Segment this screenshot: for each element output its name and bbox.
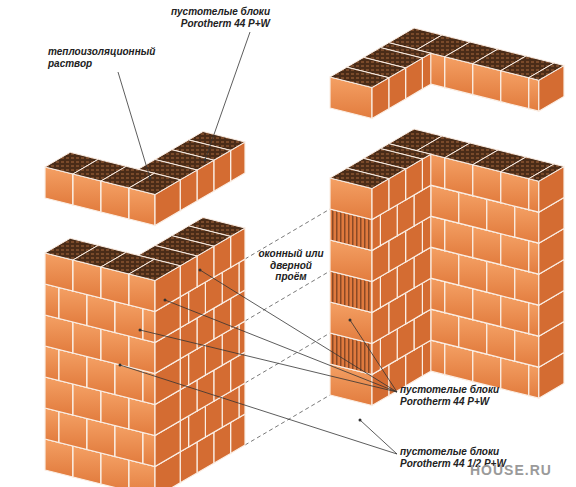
leader-line	[165, 300, 397, 392]
leader-line	[140, 330, 397, 392]
leader-dot	[359, 419, 362, 422]
block-face	[529, 241, 539, 275]
block-side	[422, 340, 430, 376]
block-side	[422, 278, 430, 314]
block-structure	[330, 129, 564, 406]
block-side	[422, 53, 430, 89]
opening-line	[245, 395, 330, 445]
block-side	[372, 215, 380, 251]
block-top	[330, 67, 389, 87]
leader-line	[350, 320, 397, 392]
block-face	[529, 78, 539, 112]
block-side	[239, 259, 245, 294]
block-top	[330, 168, 389, 188]
hollow-block	[330, 168, 389, 219]
block-side	[239, 321, 245, 356]
block-top	[529, 63, 564, 80]
block-face	[529, 365, 539, 399]
block-structure	[330, 28, 564, 119]
block-top	[529, 164, 564, 181]
block-side	[372, 277, 380, 313]
part-label: пустотелые блоки Porotherm 44 P+W	[150, 6, 270, 29]
block-side	[180, 416, 188, 452]
leader-line	[120, 365, 397, 454]
hollow-block	[129, 259, 180, 311]
block-side	[180, 292, 188, 328]
leader-line	[360, 420, 397, 454]
part-label: теплоизоляционный раствор	[48, 46, 168, 69]
block-face	[143, 433, 155, 467]
block-structure	[45, 132, 245, 226]
hollow-block	[529, 164, 564, 212]
part-label: оконный или дверной проём	[255, 248, 327, 283]
hollow-block	[129, 173, 180, 225]
hollow-block	[529, 63, 564, 111]
block-face	[143, 309, 155, 343]
leader-dot	[119, 364, 122, 367]
leader-dot	[199, 269, 202, 272]
leader-line	[205, 32, 250, 160]
block-face	[45, 408, 59, 443]
block-side	[239, 383, 245, 418]
hollow-block	[330, 67, 389, 118]
block-top	[129, 259, 180, 280]
block-top	[129, 173, 180, 194]
leader-line	[118, 72, 150, 178]
leader-dot	[204, 159, 207, 162]
block-side	[422, 216, 430, 252]
block-face	[529, 179, 539, 213]
leader-dot	[164, 299, 167, 302]
block-face	[45, 346, 59, 381]
leader-dot	[139, 329, 142, 332]
block-side	[422, 154, 430, 190]
leader-dot	[349, 319, 352, 322]
part-label: пустотелые блоки Porotherm 44 P+W	[400, 384, 520, 407]
block-structure	[45, 218, 245, 487]
block-face	[45, 284, 59, 319]
block-face	[529, 303, 539, 337]
leader-dot	[149, 177, 152, 180]
watermark: HOUSE.RU	[470, 462, 570, 478]
leader-line	[200, 270, 397, 392]
block-side	[372, 339, 380, 375]
